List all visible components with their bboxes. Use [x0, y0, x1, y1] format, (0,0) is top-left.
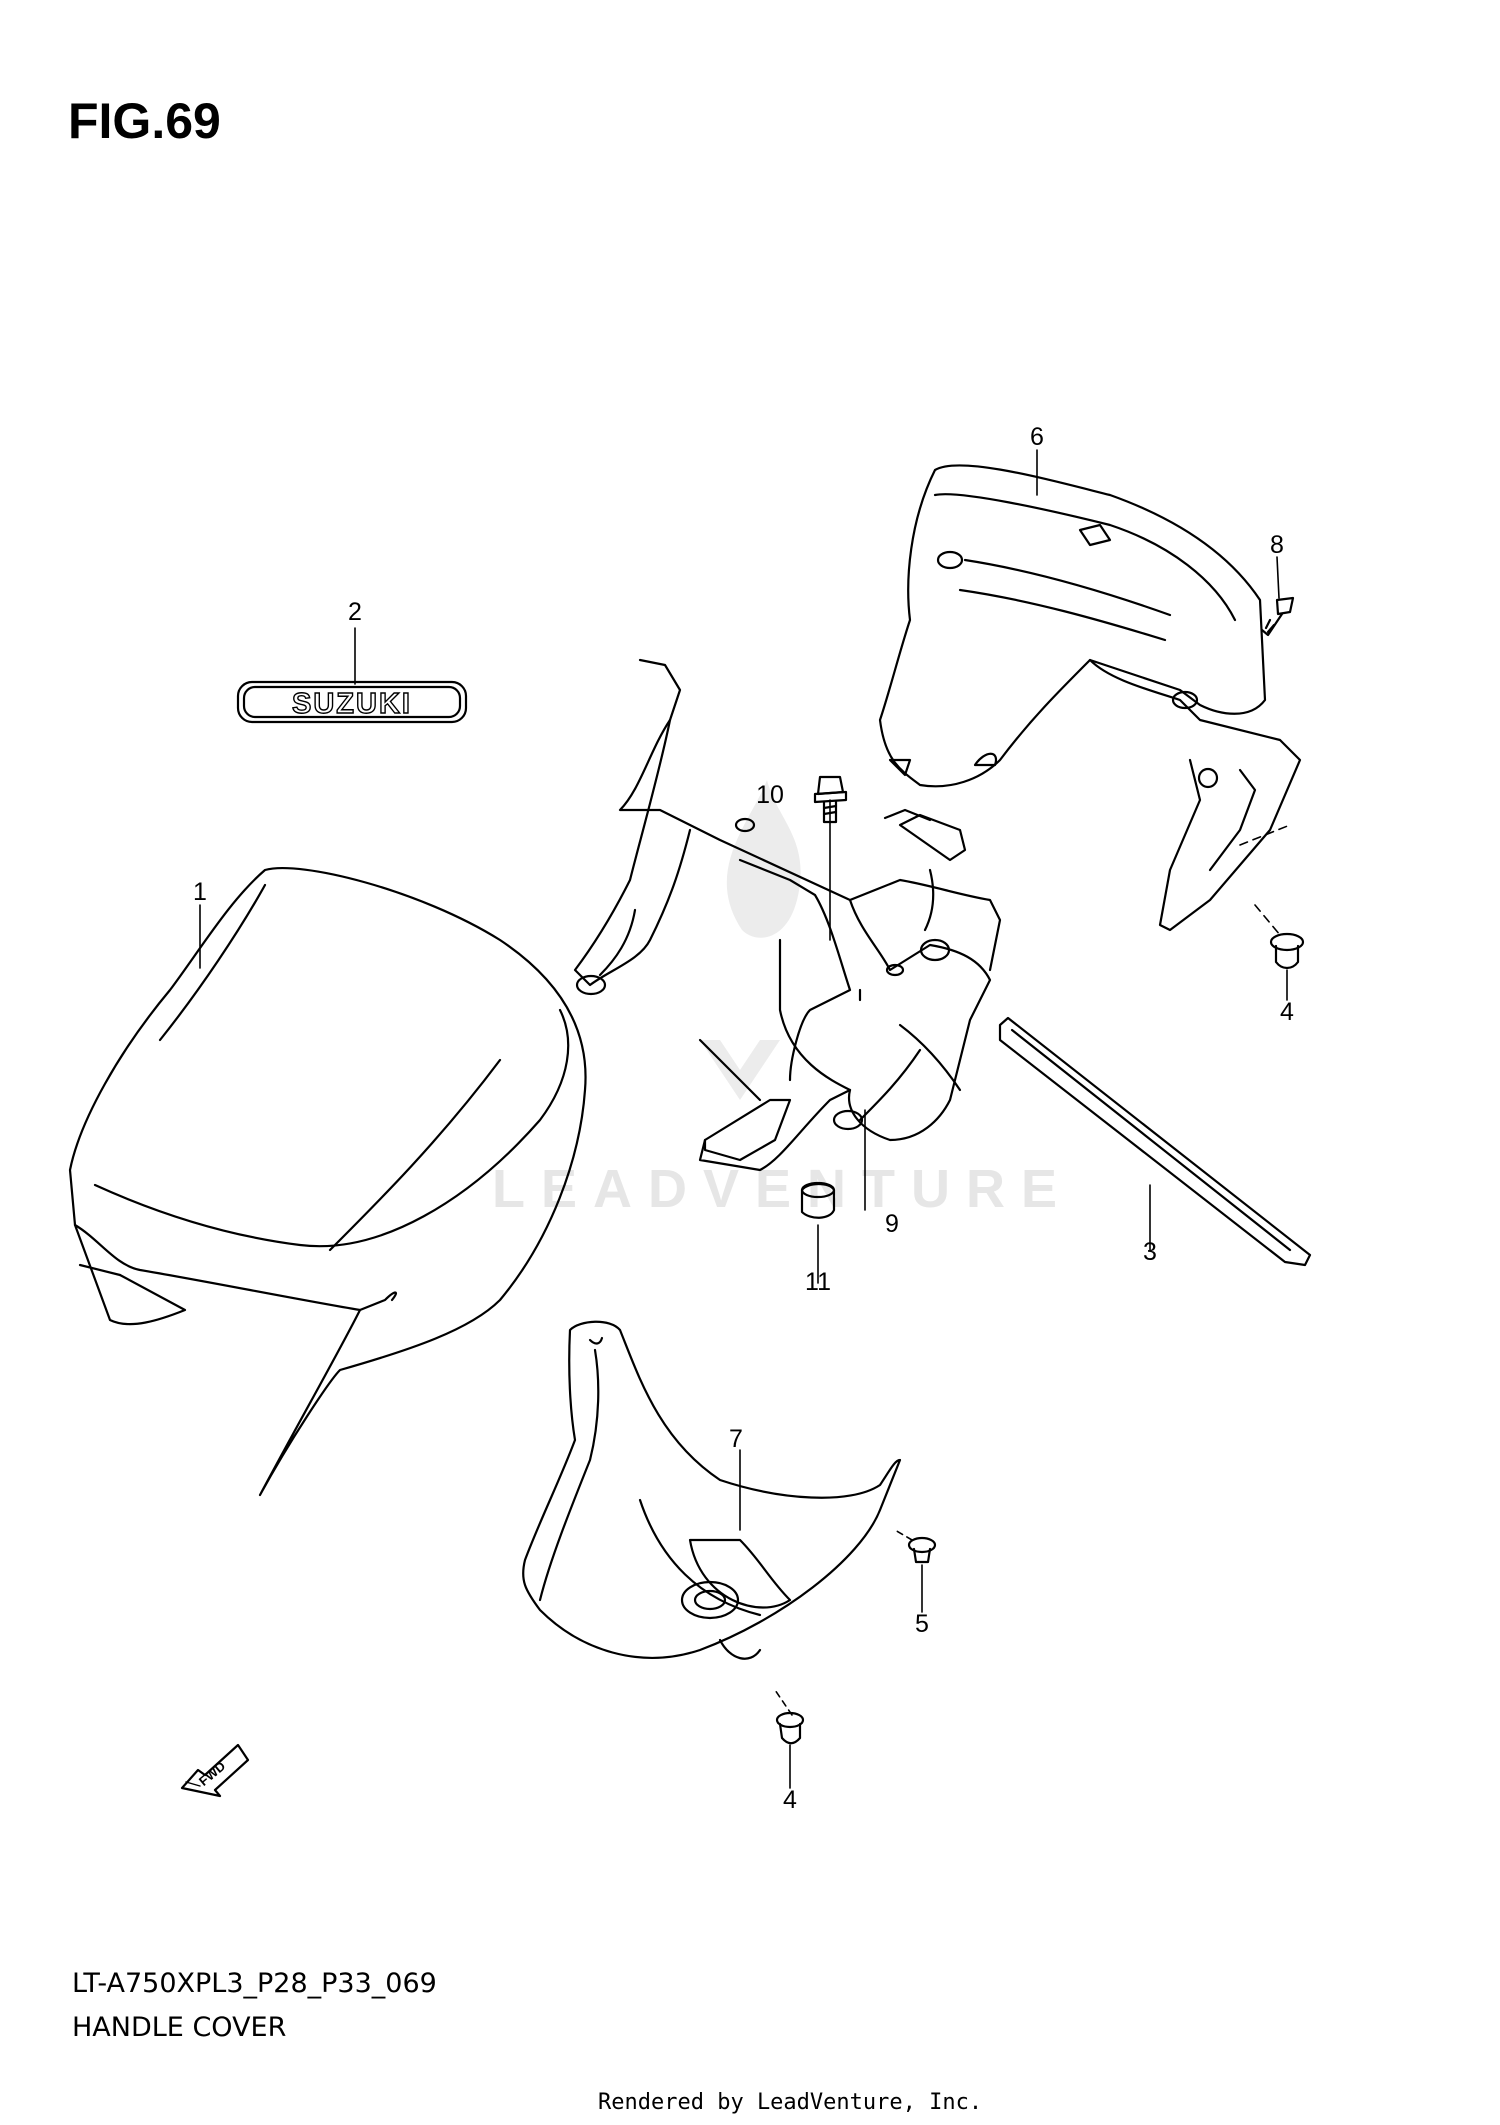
part-3-seal — [998, 1016, 1312, 1267]
part-6-upper-cover — [878, 464, 1302, 932]
callout-4-upper: 4 — [1280, 998, 1294, 1026]
emblem-text: SUZUKI — [292, 688, 412, 720]
callout-2: 2 — [348, 598, 362, 626]
part-7-lower-cover — [522, 1320, 902, 1660]
part-8-screw — [1260, 596, 1295, 637]
callout-4-lower: 4 — [783, 1786, 797, 1814]
part-4-clip-lower — [775, 1711, 805, 1745]
footer-credit: Rendered by LeadVenture, Inc. — [598, 2090, 983, 2115]
watermark-text: LEADVENTURE — [492, 1159, 1073, 1219]
fwd-arrow — [180, 1743, 250, 1798]
watermark: LEADVENTURE — [492, 780, 1073, 1219]
callout-5: 5 — [915, 1610, 929, 1638]
figure-title: FIG.69 — [68, 93, 221, 149]
part-5-rivet — [907, 1536, 937, 1564]
callout-6: 6 — [1030, 423, 1044, 451]
part-1-handle-cover — [68, 866, 587, 1497]
part-11-collar — [800, 1181, 836, 1219]
part-9-bracket — [573, 658, 1002, 1172]
callout-9: 9 — [885, 1210, 899, 1238]
callout-1: 1 — [193, 878, 207, 906]
leader-lines — [199, 449, 1291, 1789]
figure-name: HANDLE COVER — [72, 2012, 287, 2043]
callout-11: 11 — [805, 1268, 831, 1296]
part-4-clip-upper — [1269, 932, 1305, 970]
model-code: LT-A750XPL3_P28_P33_069 — [72, 1968, 437, 1999]
part-2-emblem — [236, 680, 468, 724]
callout-10: 10 — [756, 781, 784, 809]
callout-3: 3 — [1143, 1238, 1157, 1266]
callout-7: 7 — [729, 1425, 743, 1453]
callout-8: 8 — [1270, 531, 1284, 559]
